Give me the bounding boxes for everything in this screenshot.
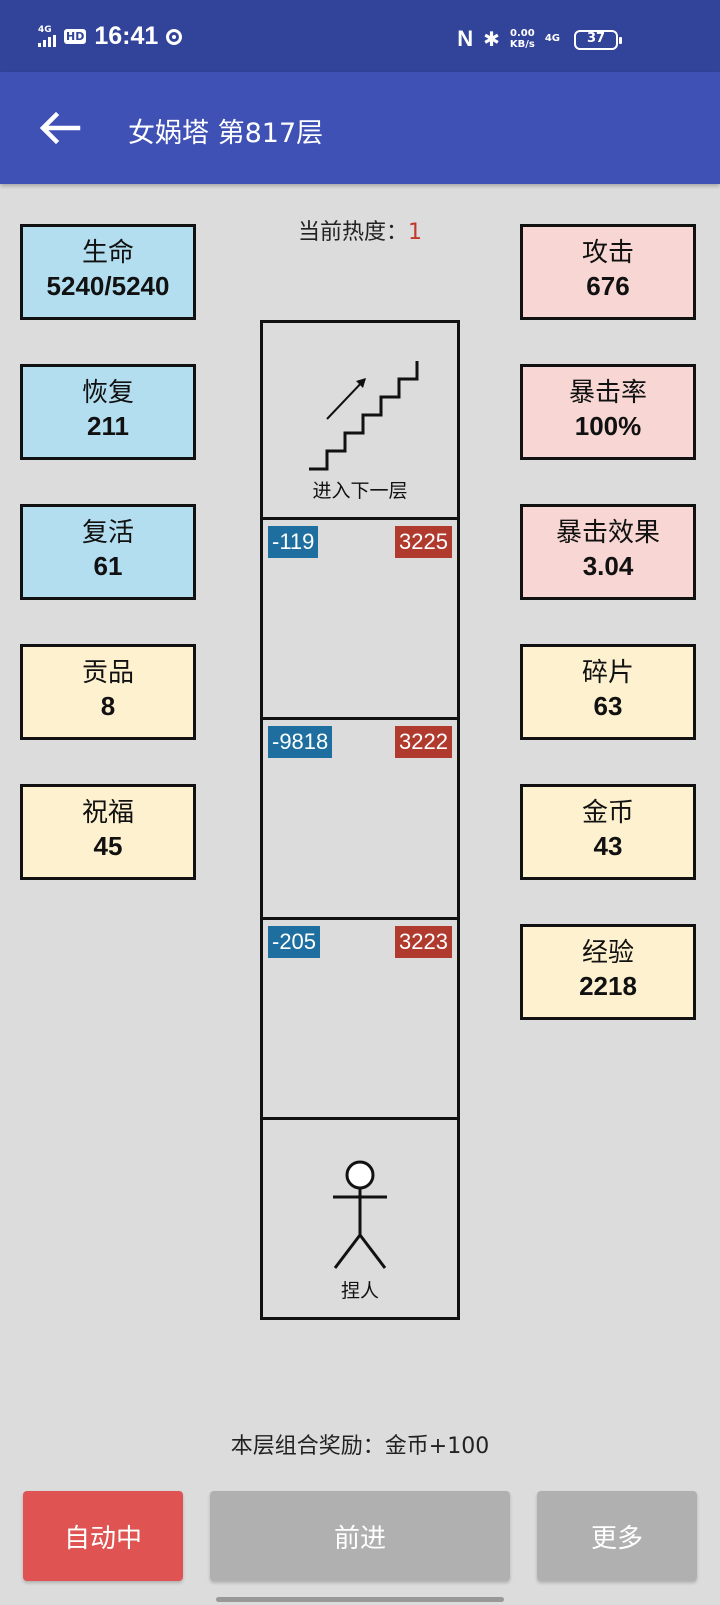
stat-attack: 攻击 676 <box>520 224 696 320</box>
stat-label: 碎片 <box>581 658 634 688</box>
stat-crit-rate: 暴击率 100% <box>520 364 696 460</box>
ring-app-icon <box>166 28 183 45</box>
stat-label: 金币 <box>581 798 634 828</box>
home-indicator[interactable] <box>216 1597 504 1602</box>
stat-value: 2218 <box>579 971 637 1001</box>
stat-regen: 恢复 211 <box>20 364 196 460</box>
app-bar: 女娲塔 第817层 <box>0 72 720 184</box>
enemy-cell[interactable]: -119 3225 <box>260 520 460 720</box>
stat-label: 暴击效果 <box>555 518 660 548</box>
network-speed: 0.00 KB/s <box>510 28 535 50</box>
stat-value: 3.04 <box>582 551 634 581</box>
stat-value: 63 <box>593 691 623 721</box>
stat-label: 生命 <box>81 238 134 268</box>
stat-value: 676 <box>586 271 630 301</box>
heat-label: 当前热度： <box>297 220 408 245</box>
stat-label: 攻击 <box>581 238 634 268</box>
stairs-up-icon <box>309 361 419 471</box>
speed-unit: KB/s <box>509 39 535 50</box>
stat-value: 61 <box>93 551 123 581</box>
stat-value: 211 <box>87 411 129 441</box>
stat-value: 43 <box>593 831 623 861</box>
heat-value: 1 <box>408 220 422 245</box>
speed-value: 0.00 <box>509 28 535 39</box>
stat-value: 45 <box>93 831 123 861</box>
stat-tribute: 贡品 8 <box>20 644 196 740</box>
enemy-cell[interactable]: -9818 3222 <box>260 720 460 920</box>
stat-experience: 经验 2218 <box>520 924 696 1020</box>
enemy-power-tag: -205 <box>268 926 321 958</box>
bluetooth-icon: ✱ <box>483 27 500 51</box>
enemy-power-tag: -119 <box>268 526 319 558</box>
heat-indicator: 当前热度：1 <box>0 214 720 246</box>
stat-label: 经验 <box>581 938 634 968</box>
tower-column: 进入下一层 -119 3225 -9818 3222 -205 3223 捏人 <box>260 320 460 1320</box>
stat-label: 祝福 <box>81 798 134 828</box>
player-cell[interactable]: 捏人 <box>260 1120 460 1320</box>
status-time: 16:41 <box>94 22 159 50</box>
stat-fragments: 碎片 63 <box>520 644 696 740</box>
player-caption: 捏人 <box>340 1280 379 1302</box>
next-floor-caption: 进入下一层 <box>312 480 408 502</box>
stat-value: 100% <box>574 411 642 441</box>
network-type-right: 4G <box>544 33 560 44</box>
enemy-id-tag: 3225 <box>395 526 452 558</box>
stat-hp: 生命 5240/5240 <box>20 224 196 320</box>
next-floor-cell[interactable]: 进入下一层 <box>260 320 460 520</box>
arrow-left-icon <box>39 111 81 145</box>
status-right: N ✱ 0.00 KB/s 4G <box>457 26 620 52</box>
back-button[interactable] <box>38 110 82 146</box>
more-button[interactable]: 更多 <box>537 1491 697 1581</box>
stat-crit-effect: 暴击效果 3.04 <box>520 504 696 600</box>
status-bar: 4G HD 16:41 N ✱ 0.00 KB/s 4G 37 <box>0 0 720 72</box>
hd-icon: HD <box>64 29 87 44</box>
enemy-power-tag: -9818 <box>268 726 333 758</box>
status-left: 4G HD 16:41 <box>38 22 183 51</box>
battery-icon: 37 <box>574 30 622 50</box>
stat-value: 8 <box>100 691 116 721</box>
stat-revive: 复活 61 <box>20 504 196 600</box>
enemy-cell[interactable]: -205 3223 <box>260 920 460 1120</box>
signal-icon: 4G <box>38 26 56 47</box>
forward-button[interactable]: 前进 <box>210 1491 510 1581</box>
enemy-id-tag: 3223 <box>395 926 452 958</box>
nfc-icon: N <box>457 26 474 51</box>
stat-label: 恢复 <box>81 378 134 408</box>
stick-figure-icon <box>333 1160 387 1269</box>
enemy-id-tag: 3222 <box>395 726 452 758</box>
stat-gold: 金币 43 <box>520 784 696 880</box>
stat-label: 贡品 <box>81 658 134 688</box>
stat-value: 5240/5240 <box>46 271 170 301</box>
auto-button[interactable]: 自动中 <box>23 1491 183 1581</box>
stat-label: 复活 <box>81 518 134 548</box>
stat-label: 暴击率 <box>568 378 647 408</box>
network-type-left: 4G <box>38 25 52 35</box>
page-title: 女娲塔 第817层 <box>128 118 324 149</box>
stat-blessing: 祝福 45 <box>20 784 196 880</box>
floor-reward: 本层组合奖励：金币+100 <box>230 1434 490 1459</box>
battery-level: 37 <box>586 31 606 46</box>
